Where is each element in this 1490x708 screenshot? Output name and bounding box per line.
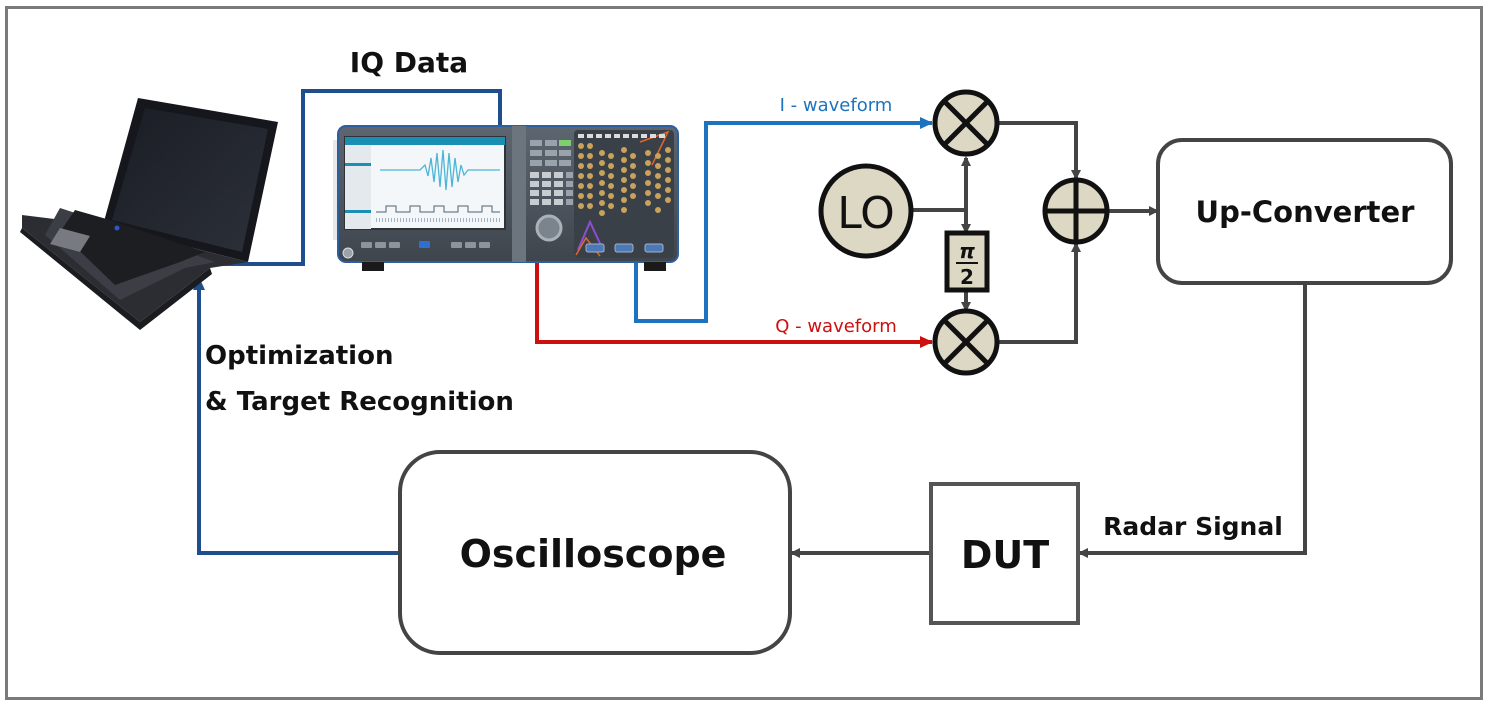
mixer-q-to-summer [997,242,1081,344]
pulse-waveform-icon [380,149,500,191]
i-waveform-label: I - waveform [780,95,893,116]
rotary-knob-icon [535,214,563,242]
summer-icon [1042,177,1110,245]
mixer-i-to-summer [997,121,1081,180]
laptop-icon [20,98,278,330]
up-converter-label: Up-Converter [1196,195,1416,229]
rf-connector-panel [574,130,674,258]
iq-data-label: IQ Data [350,46,468,79]
power-button-icon [342,247,354,259]
dut-label: DUT [961,533,1049,577]
mixer-i-icon [932,89,1000,157]
mixer-q-icon [932,308,1000,376]
awg-instrument [333,125,679,271]
feedback-label-line1: Optimization [205,341,393,371]
lo-label: LO [837,188,895,239]
phase-numerator: π [959,239,975,263]
phase-denominator: 2 [960,265,974,289]
feedback-link [193,277,400,555]
oscilloscope-box [398,450,792,655]
iq-data-link [213,89,502,266]
phase-shifter: π 2 [944,230,990,293]
q-waveform-label: Q - waveform [775,316,897,337]
awg-screen [344,136,506,230]
upconverter-to-dut [1078,283,1307,558]
q-waveform-path [535,262,933,348]
oscilloscope-label: Oscilloscope [460,532,727,576]
keypad [530,140,573,242]
up-converter-box [1156,138,1453,285]
square-waveform-icon [376,205,500,213]
dut-box [929,482,1080,625]
lo-oscillator: LO [818,163,914,259]
radar-signal-label: Radar Signal [1103,512,1283,541]
i-waveform-path [634,117,933,323]
feedback-label-line2: & Target Recognition [205,387,514,417]
